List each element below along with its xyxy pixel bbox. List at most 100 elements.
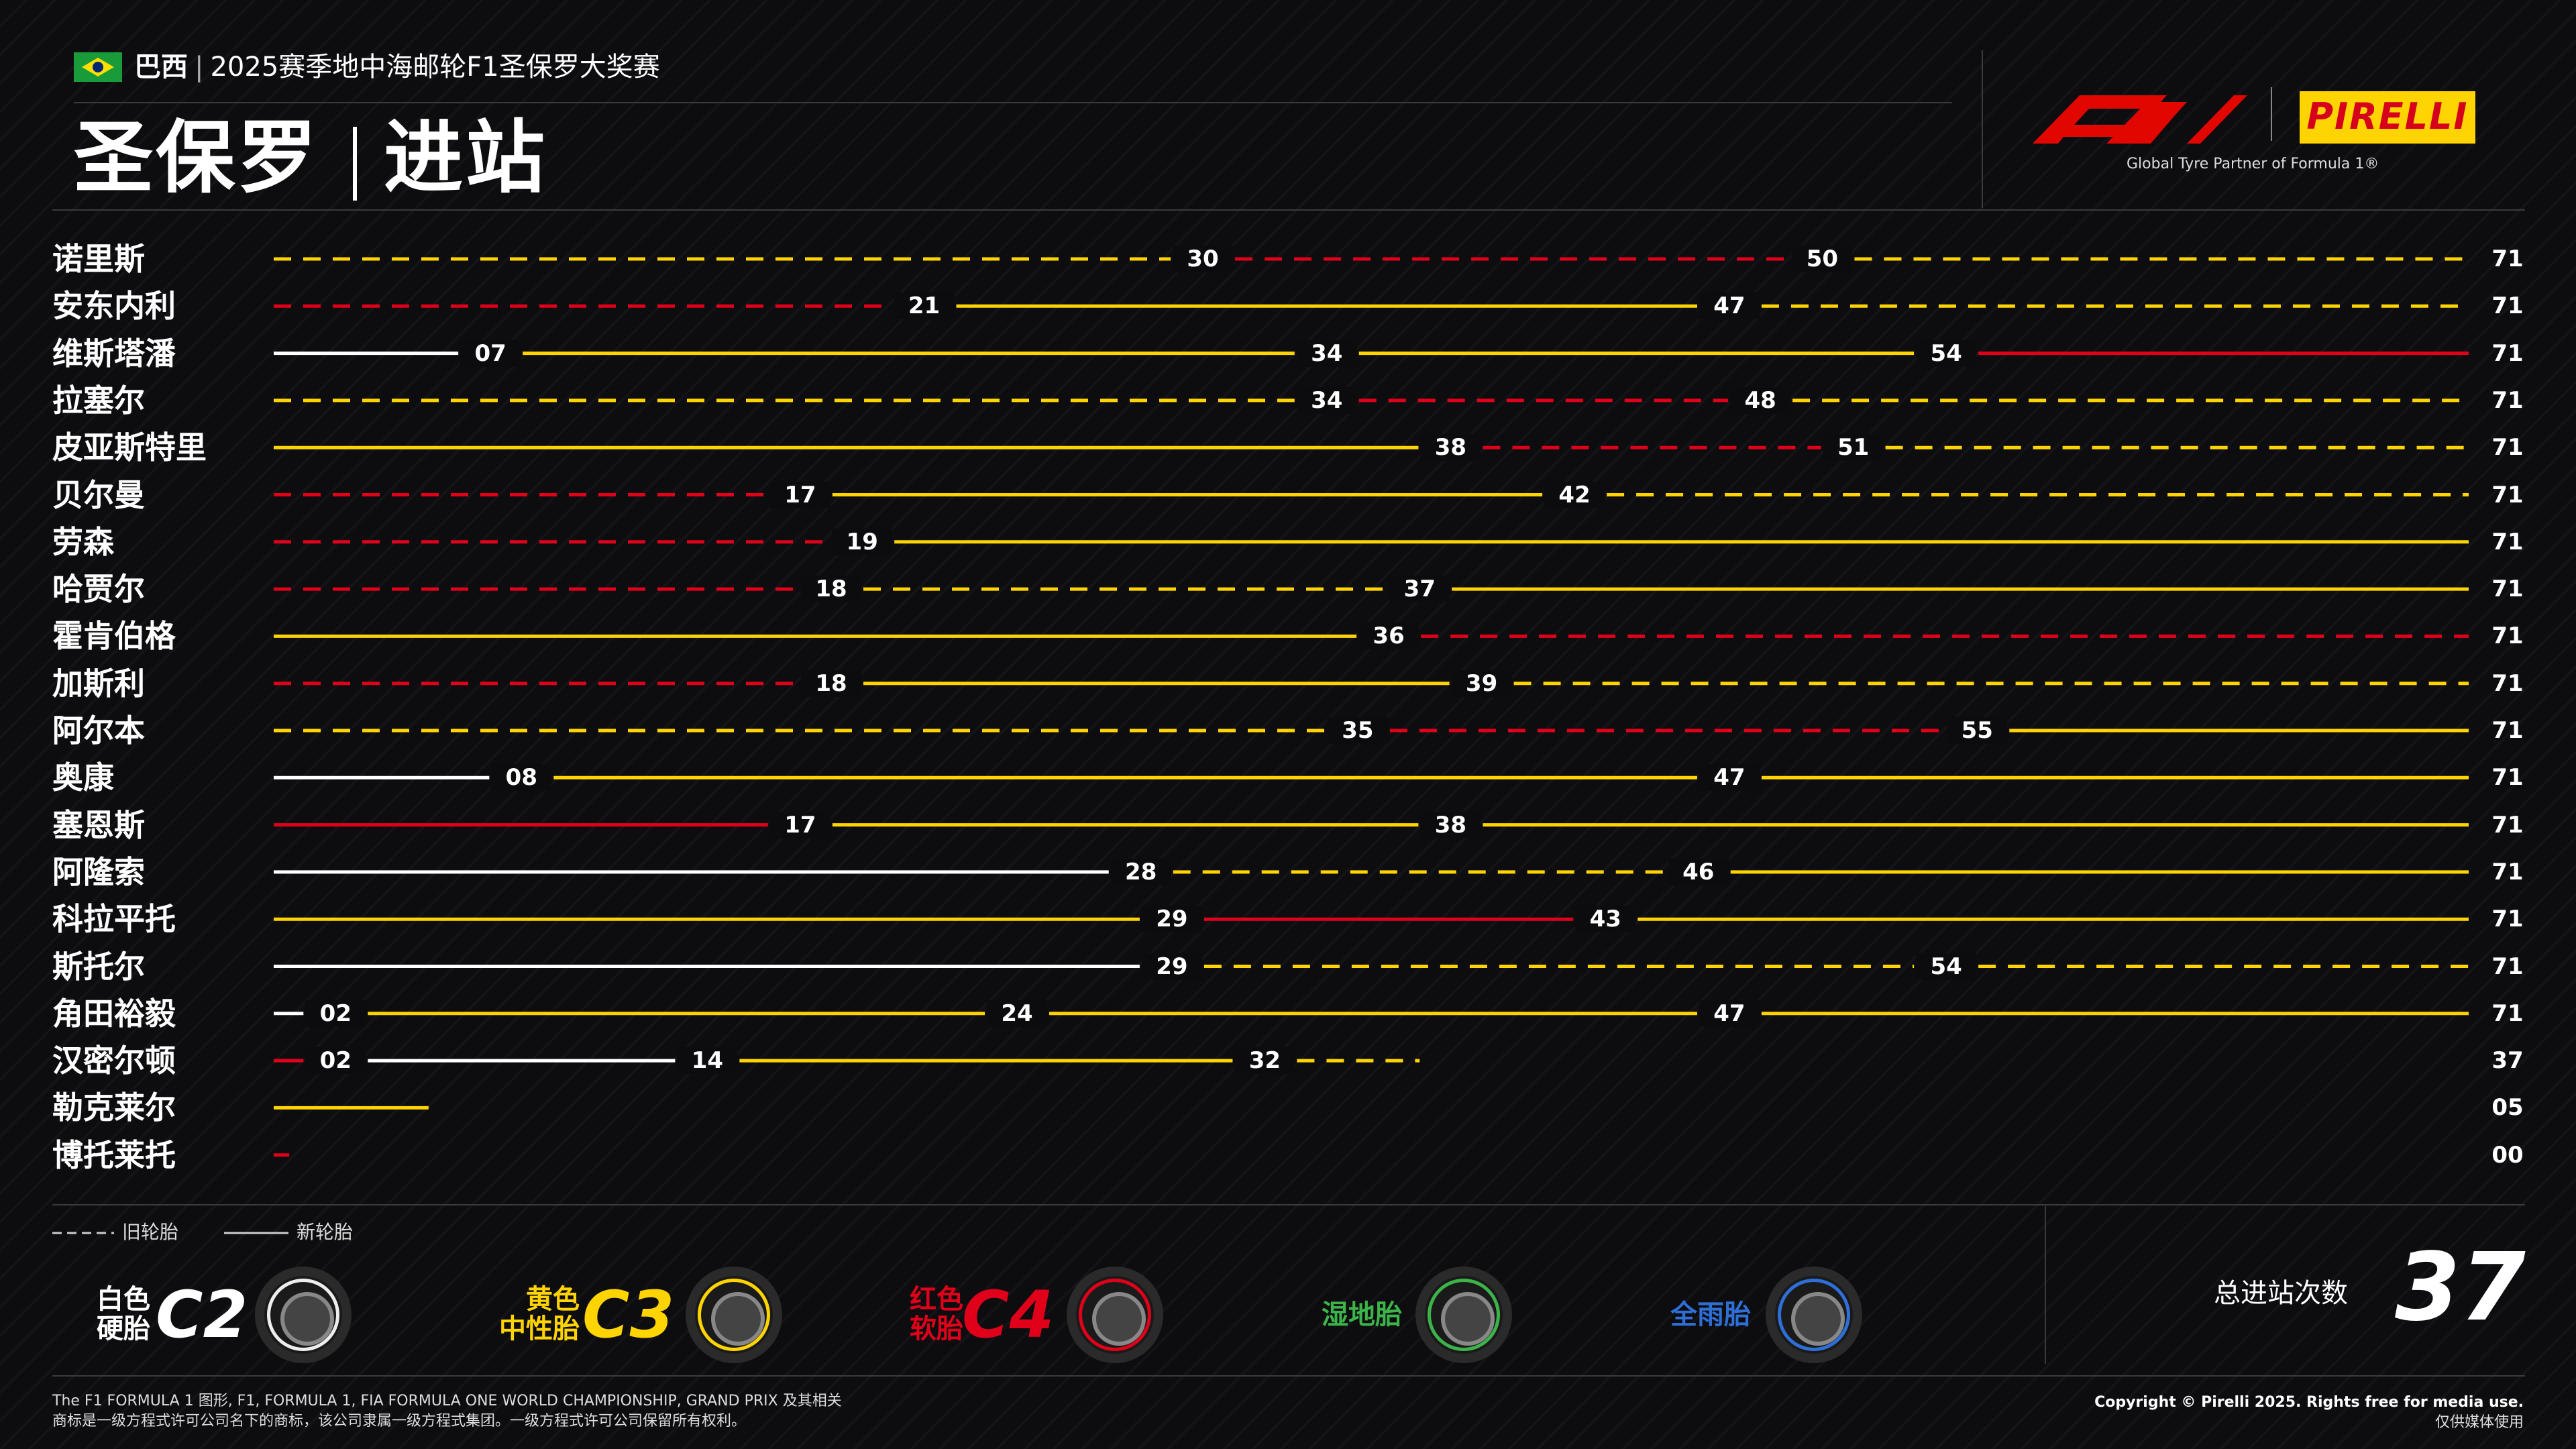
pit-lap-label: 47 [1699,764,1760,792]
final-lap-label: 71 [2491,339,2524,367]
driver-name: 阿隆索 [52,853,145,890]
driver-name: 诺里斯 [52,241,145,277]
pit-lap-label: 42 [1544,481,1605,508]
inter-label: 湿地胎 [1322,1299,1402,1330]
pit-lap-label: 46 [1668,858,1729,885]
pit-lap-label: 18 [801,669,862,697]
divider: | [195,52,204,83]
header-rule [74,102,1952,103]
wet-label: 全雨胎 [1670,1299,1751,1330]
driver-name: 汉密尔顿 [52,1042,176,1079]
driver-name: 维斯塔潘 [52,335,176,372]
final-lap-label: 71 [2491,481,2524,508]
copyright: Copyright © Pirelli 2025. Rights free fo… [2094,1394,2524,1431]
driver-name: 勒克莱尔 [52,1089,176,1126]
pit-lap-label: 30 [1173,246,1234,272]
legend-new: 新轮胎 [224,1221,354,1243]
pit-lap-label: 28 [1110,858,1171,885]
pit-lap-label: 32 [1234,1047,1295,1075]
driver-name: 博托莱托 [52,1136,176,1173]
footer-rule [52,1375,2525,1377]
pit-lap-label: 29 [1141,906,1202,933]
final-lap-label: 71 [2491,434,2524,462]
header-bottom-rule [52,209,2525,211]
title-section: 进站 [384,111,548,204]
final-lap-label: 71 [2491,906,2524,933]
pit-lap-label: 34 [1296,386,1357,414]
title-divider [353,126,358,201]
title-location: 圣保罗 [74,111,320,204]
total-stops-label: 总进站次数 [2214,1278,2348,1309]
hard-tyre-icon [255,1267,352,1363]
c4-code: C4 [962,1277,1055,1352]
driver-name: 斯托尔 [52,948,145,985]
pit-lap-label: 50 [1792,246,1853,272]
pit-lap-label: 54 [1916,339,1977,367]
pit-lap-label: 36 [1358,623,1419,650]
logo-divider [2271,87,2272,141]
final-lap-label: 37 [2491,1047,2524,1075]
driver-name: 加斯利 [52,665,145,702]
driver-name: 霍肯伯格 [52,618,176,655]
f1-logo-icon [2033,95,2247,144]
pit-lap-label: 48 [1730,386,1791,414]
driver-name: 哈贾尔 [52,571,145,608]
driver-name: 角田裕毅 [52,995,176,1032]
pit-lap-label: 35 [1327,717,1388,744]
final-lap-label: 71 [2491,669,2524,697]
pit-lap-label: 43 [1575,906,1636,933]
event-bar: 巴西|2025赛季地中海邮轮F1圣保罗大奖赛 [134,47,660,87]
pit-lap-label: 21 [894,292,955,320]
driver-name: 塞恩斯 [52,806,145,843]
soft-tyre-icon [1067,1267,1163,1363]
pirelli-logo: PIRELLI [2300,91,2475,144]
pit-lap-label: 37 [1389,576,1450,603]
chart-bottom-rule [52,1204,2525,1205]
pit-lap-label: 47 [1699,292,1760,320]
pit-lap-label: 51 [1823,434,1884,462]
pit-lap-label: 29 [1141,953,1202,980]
driver-name: 拉塞尔 [52,382,145,419]
country-label: 巴西 [134,52,188,83]
c4-label: 红色软胎 [910,1284,963,1344]
pit-lap-label: 54 [1916,953,1977,980]
final-lap-label: 00 [2491,1141,2524,1169]
event-name: 2025赛季地中海邮轮F1圣保罗大奖赛 [210,52,660,83]
final-lap-label: 71 [2491,386,2524,414]
pit-lap-label: 07 [460,339,521,367]
final-lap-label: 71 [2491,858,2524,885]
driver-name: 贝尔曼 [52,476,145,513]
inter-tyre-icon [1415,1267,1512,1363]
header-vertical-rule [1982,50,1983,208]
final-lap-label: 71 [2491,717,2524,744]
driver-name: 皮亚斯特里 [52,429,207,466]
partner-tagline: Global Tyre Partner of Formula 1® [2127,156,2379,172]
pit-lap-label: 55 [1947,717,2008,744]
pit-lap-label: 34 [1296,339,1357,367]
driver-name: 奥康 [52,759,114,796]
brazil-flag-icon [74,52,122,82]
final-lap-label: 05 [2491,1094,2524,1122]
legal-notice: The F1 FORMULA 1 图形, F1, FORMULA 1, FIA … [52,1393,842,1430]
pit-lap-label: 08 [491,764,552,792]
c2-label: 白色硬胎 [97,1284,150,1344]
pit-lap-label: 38 [1420,811,1481,839]
pit-lap-label: 19 [832,528,893,555]
page-title: 圣保罗进站 [74,111,547,205]
final-lap-label: 71 [2491,292,2524,320]
legend-used: 旧轮胎 [52,1221,179,1243]
pit-lap-label: 39 [1451,669,1512,697]
wet-tyre-icon [1766,1267,1862,1363]
c2-code: C2 [156,1277,248,1352]
final-lap-label: 71 [2491,528,2524,555]
total-stops-value: 37 [2395,1233,2526,1342]
final-lap-label: 71 [2491,1000,2524,1027]
final-lap-label: 71 [2491,576,2524,603]
final-lap-label: 71 [2491,623,2524,650]
c3-code: C3 [582,1277,675,1352]
c3-label: 黄色中性胎 [499,1284,580,1344]
pit-lap-label: 47 [1699,1000,1760,1027]
driver-name: 安东内利 [52,288,176,325]
final-lap-label: 71 [2491,811,2524,839]
